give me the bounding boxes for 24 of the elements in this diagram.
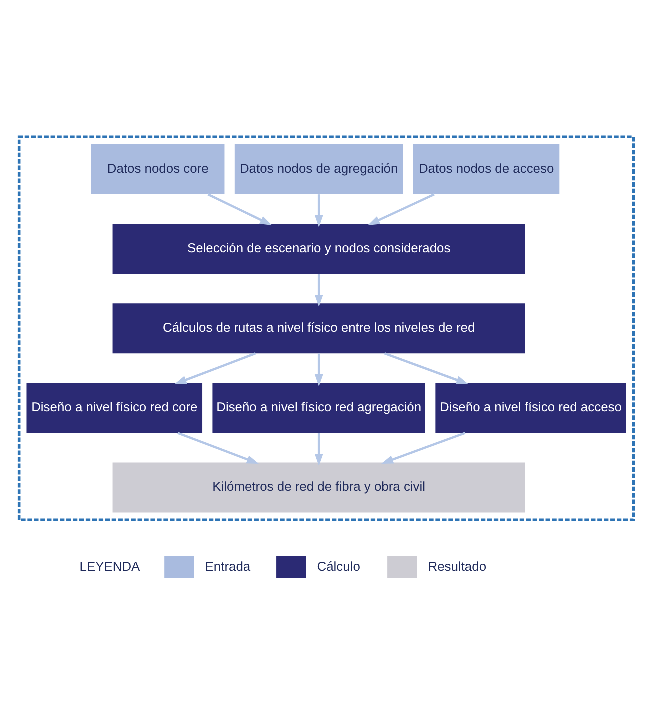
node-box: Datos nodos de acceso	[413, 144, 560, 194]
node-box: Diseño a nivel físico red agregación	[212, 383, 426, 434]
node-box: Cálculos de rutas a nivel físico entre los niveles de red	[112, 304, 526, 354]
node-box: Selección de escenario y nodos considerados	[112, 224, 526, 274]
arrow	[178, 432, 260, 464]
arrow	[381, 432, 466, 464]
cluster	[18, 136, 636, 522]
node-box: Kilómetros de red de fibra y obra civil	[112, 462, 526, 513]
node-box: Datos nodos de agregación	[234, 144, 404, 194]
arrow	[208, 194, 272, 226]
node-box: Datos nodos core	[92, 144, 225, 194]
legend-label: Resultado	[428, 558, 487, 574]
arrow	[174, 352, 256, 384]
label: LEYENDA	[80, 558, 140, 574]
arrow	[314, 194, 324, 228]
arrow	[368, 194, 435, 226]
arrow	[384, 352, 469, 384]
arrow	[314, 354, 324, 387]
legend-label: Entrada	[205, 558, 251, 574]
arrow	[314, 274, 324, 308]
node-box: Diseño a nivel físico red core	[26, 383, 203, 434]
node-box: Diseño a nivel físico red acceso	[436, 383, 626, 434]
legend-label: Cálculo	[317, 558, 360, 574]
arrow	[314, 433, 324, 466]
